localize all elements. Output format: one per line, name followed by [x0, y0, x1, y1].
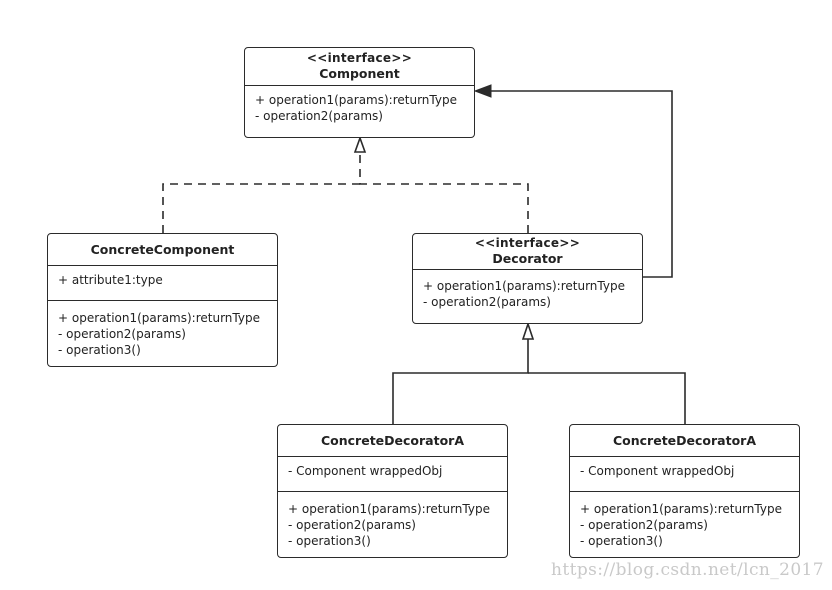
realization-arrowhead: [353, 135, 367, 153]
operation-line: - operation3(): [58, 343, 141, 357]
operation-line: + operation1(params):returnType: [423, 279, 625, 293]
attribute-line: + attribute1:type: [58, 273, 163, 287]
watermark-text: https://blog.csdn.net/lcn_2017: [551, 560, 824, 580]
operation-line: + operation1(params):returnType: [580, 502, 782, 516]
operation-line: - operation3(): [288, 534, 371, 548]
class-name: Decorator: [492, 251, 563, 266]
operation-line: - operation3(): [580, 534, 663, 548]
operations-section: + operation1(params):returnType - operat…: [413, 270, 642, 310]
generalization-connector-decorator-a-left: [392, 339, 529, 424]
class-name: ConcreteDecoratorA: [612, 432, 757, 448]
operations-section: + operation1(params):returnType - operat…: [48, 301, 277, 358]
class-concrete-decorator-a-header: ConcreteDecoratorA: [570, 425, 799, 457]
operation-line: + operation1(params):returnType: [288, 502, 490, 516]
class-decorator[interactable]: <<interface>> Decorator + operation1(par…: [412, 233, 643, 324]
class-name: ConcreteDecoratorA: [320, 432, 465, 448]
operation-line: - operation2(params): [423, 295, 551, 309]
stereotype-label: <<interface>>: [306, 51, 413, 65]
class-concrete-decorator-a-left[interactable]: ConcreteDecoratorA - Component wrappedOb…: [277, 424, 508, 558]
class-concrete-component-header: ConcreteComponent: [48, 234, 277, 266]
attributes-section: - Component wrappedObj: [278, 457, 507, 492]
class-decorator-header: <<interface>> Decorator: [413, 234, 642, 270]
attributes-section: - Component wrappedObj: [570, 457, 799, 492]
realization-connector-decorator: [359, 152, 529, 233]
operation-line: - operation2(params): [580, 518, 708, 532]
class-component-header: <<interface>> Component: [245, 48, 474, 86]
operation-line: - operation2(params): [255, 109, 383, 123]
operation-line: - operation2(params): [288, 518, 416, 532]
attribute-line: - Component wrappedObj: [288, 464, 443, 478]
association-arrowhead: [473, 84, 492, 98]
association-connector-decorator-component: [490, 90, 673, 278]
attribute-line: - Component wrappedObj: [580, 464, 735, 478]
class-component[interactable]: <<interface>> Component + operation1(par…: [244, 47, 475, 138]
class-concrete-decorator-a-right[interactable]: ConcreteDecoratorA - Component wrappedOb…: [569, 424, 800, 558]
operations-section: + operation1(params):returnType - operat…: [570, 492, 799, 549]
operations-section: + operation1(params):returnType - operat…: [245, 86, 474, 124]
class-name: Component: [319, 66, 400, 81]
operations-section: + operation1(params):returnType - operat…: [278, 492, 507, 549]
generalization-arrowhead: [521, 321, 535, 340]
generalization-connector-decorator-a-right: [528, 372, 686, 424]
stereotype-label: <<interface>>: [474, 236, 581, 250]
class-name: ConcreteComponent: [90, 241, 235, 257]
realization-connector-concrete-component: [162, 183, 360, 233]
operation-line: + operation1(params):returnType: [255, 93, 457, 107]
attributes-section: + attribute1:type: [48, 266, 277, 301]
operation-line: + operation1(params):returnType: [58, 311, 260, 325]
class-concrete-component[interactable]: ConcreteComponent + attribute1:type + op…: [47, 233, 278, 367]
operation-line: - operation2(params): [58, 327, 186, 341]
class-concrete-decorator-a-header: ConcreteDecoratorA: [278, 425, 507, 457]
